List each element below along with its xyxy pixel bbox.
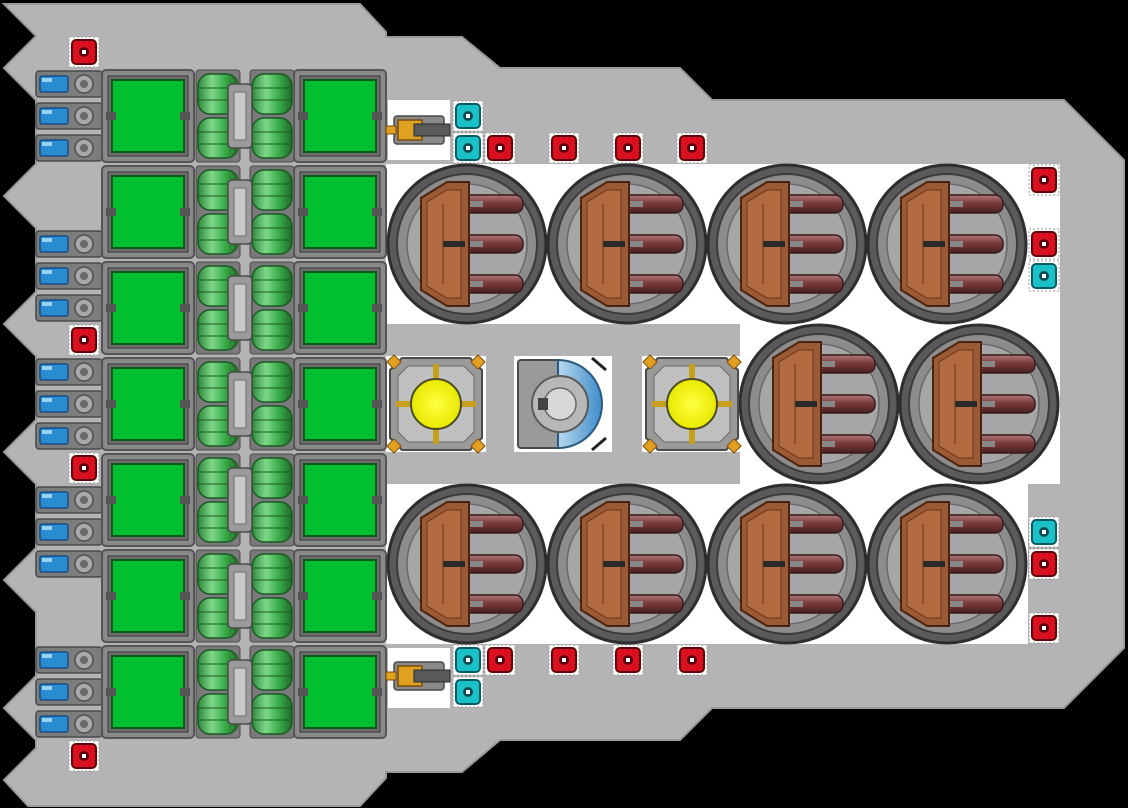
solar-panel-bank [101,69,387,739]
engine-icon[interactable] [35,710,103,738]
solar-panel-icon[interactable] [293,69,387,163]
cannon-mounts [385,115,451,691]
thruster-icon[interactable] [612,132,644,164]
pipe-connector [227,371,253,437]
thruster-icon[interactable] [68,36,100,68]
triple-barrel-turret-icon[interactable] [546,483,708,645]
triple-barrel-turret-icon[interactable] [706,483,868,645]
pipe-connector [227,83,253,149]
shield-generator-icon[interactable] [517,356,607,452]
engine-icon[interactable] [35,102,103,130]
thruster-icon[interactable] [68,452,100,484]
engine-icon[interactable] [35,294,103,322]
pipe-connector [227,275,253,341]
sensor-icon[interactable] [452,132,484,164]
pipe-connector [227,659,253,725]
solar-panel-icon[interactable] [101,453,195,547]
solar-panel-icon[interactable] [101,645,195,739]
fuel-tank-icon [249,357,295,451]
solar-panel-icon[interactable] [101,261,195,355]
side-cannon-icon[interactable] [385,115,451,145]
engine-icon[interactable] [35,390,103,418]
solar-panel-icon[interactable] [293,645,387,739]
solar-panel-icon[interactable] [101,357,195,451]
thruster-icon[interactable] [1028,548,1060,580]
triple-barrel-turret-icon[interactable] [546,163,708,325]
thruster-icon[interactable] [548,132,580,164]
engine-icon[interactable] [35,262,103,290]
fuel-tank-icon [249,261,295,355]
pipe-connector [227,563,253,629]
triple-barrel-turret-icon[interactable] [386,163,548,325]
engine-icon[interactable] [35,422,103,450]
triple-barrel-turret-icon[interactable] [866,483,1028,645]
engine-icon[interactable] [35,358,103,386]
pipe-connector [227,467,253,533]
engine-icon[interactable] [35,678,103,706]
solar-panel-icon[interactable] [293,549,387,643]
thruster-icon[interactable] [612,644,644,676]
solar-panel-icon[interactable] [293,357,387,451]
side-cannon-icon[interactable] [385,661,451,691]
solar-panel-icon[interactable] [293,165,387,259]
solar-panel-icon[interactable] [101,165,195,259]
fuel-tank-icon [249,645,295,739]
engine-icon[interactable] [35,230,103,258]
triple-barrel-turret-icon[interactable] [898,323,1060,485]
engine-icon[interactable] [35,486,103,514]
thruster-icon[interactable] [1028,164,1060,196]
thruster-icon[interactable] [1028,612,1060,644]
sensor-icon[interactable] [452,644,484,676]
solar-panel-icon[interactable] [101,69,195,163]
sensor-icon[interactable] [1028,260,1060,292]
thruster-icon[interactable] [548,644,580,676]
triple-barrel-turret-icon[interactable] [738,323,900,485]
sensor-icon[interactable] [452,100,484,132]
thruster-icon[interactable] [676,132,708,164]
thruster-sensor-blocks [68,36,1060,772]
engine-icon[interactable] [35,518,103,546]
engine-icon[interactable] [35,646,103,674]
engine-icon[interactable] [35,550,103,578]
turret-array [386,163,1060,645]
sensor-icon[interactable] [1028,516,1060,548]
fuel-tank-icon [249,69,295,163]
sensor-icon[interactable] [452,676,484,708]
reactor-core-icon[interactable] [386,354,486,454]
triple-barrel-turret-icon[interactable] [706,163,868,325]
pipe-connector [227,179,253,245]
triple-barrel-turret-icon[interactable] [866,163,1028,325]
engine-icon[interactable] [35,134,103,162]
triple-barrel-turret-icon[interactable] [386,483,548,645]
engine-icon[interactable] [35,70,103,98]
core-systems [386,354,742,454]
thruster-icon[interactable] [484,132,516,164]
fuel-tank-icon [249,165,295,259]
thruster-icon[interactable] [68,324,100,356]
reactor-core-icon[interactable] [642,354,742,454]
solar-panel-icon[interactable] [293,261,387,355]
solar-panel-icon[interactable] [293,453,387,547]
fuel-tank-icon [249,549,295,643]
thruster-icon[interactable] [68,740,100,772]
thruster-icon[interactable] [484,644,516,676]
fuel-tank-icon [249,453,295,547]
solar-panel-icon[interactable] [101,549,195,643]
thruster-icon[interactable] [676,644,708,676]
fuel-tank-bank [195,69,295,739]
thruster-icon[interactable] [1028,228,1060,260]
